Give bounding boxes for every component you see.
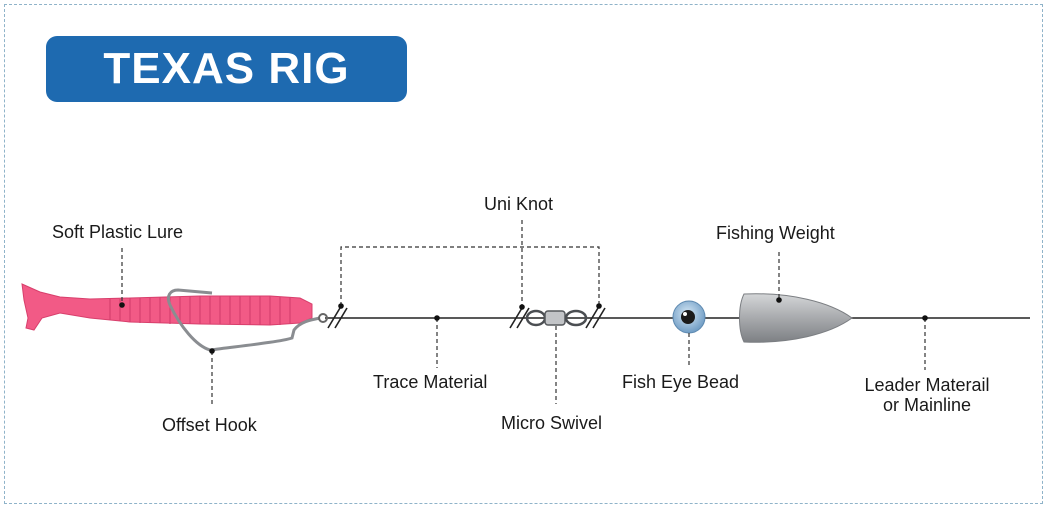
knot-mark-middle xyxy=(509,307,530,329)
dot-fishing-weight xyxy=(776,297,782,303)
label-leader-line1: Leader Materail xyxy=(864,375,989,395)
dot-trace-material xyxy=(434,315,440,321)
fish-eye-bead xyxy=(672,300,706,334)
dot-mainline xyxy=(922,315,928,321)
label-soft-plastic-lure: Soft Plastic Lure xyxy=(52,222,183,242)
label-fishing-weight: Fishing Weight xyxy=(716,223,835,243)
dot-offset-hook xyxy=(209,348,215,354)
fishing-weight xyxy=(739,293,853,343)
hook-eye xyxy=(318,313,328,323)
title-badge: TEXAS RIG xyxy=(46,36,407,102)
label-uni-knot: Uni Knot xyxy=(484,194,553,214)
dot-bracket-right xyxy=(596,303,602,309)
dot-uni-knot xyxy=(519,304,525,310)
dot-soft-plastic-lure xyxy=(119,302,125,308)
label-offset-hook: Offset Hook xyxy=(162,415,258,435)
soft-plastic-lure xyxy=(21,283,313,331)
knot-mark-left xyxy=(327,307,348,329)
trace-bracket xyxy=(340,246,600,306)
dot-bracket-left xyxy=(338,303,344,309)
label-trace-material: Trace Material xyxy=(373,372,487,392)
diagram-title: TEXAS RIG xyxy=(103,44,350,93)
micro-swivel xyxy=(525,309,588,327)
label-micro-swivel: Micro Swivel xyxy=(501,413,602,433)
label-leader-line2: or Mainline xyxy=(883,395,971,415)
knot-mark-right xyxy=(585,307,606,329)
label-fish-eye-bead: Fish Eye Bead xyxy=(622,372,739,392)
